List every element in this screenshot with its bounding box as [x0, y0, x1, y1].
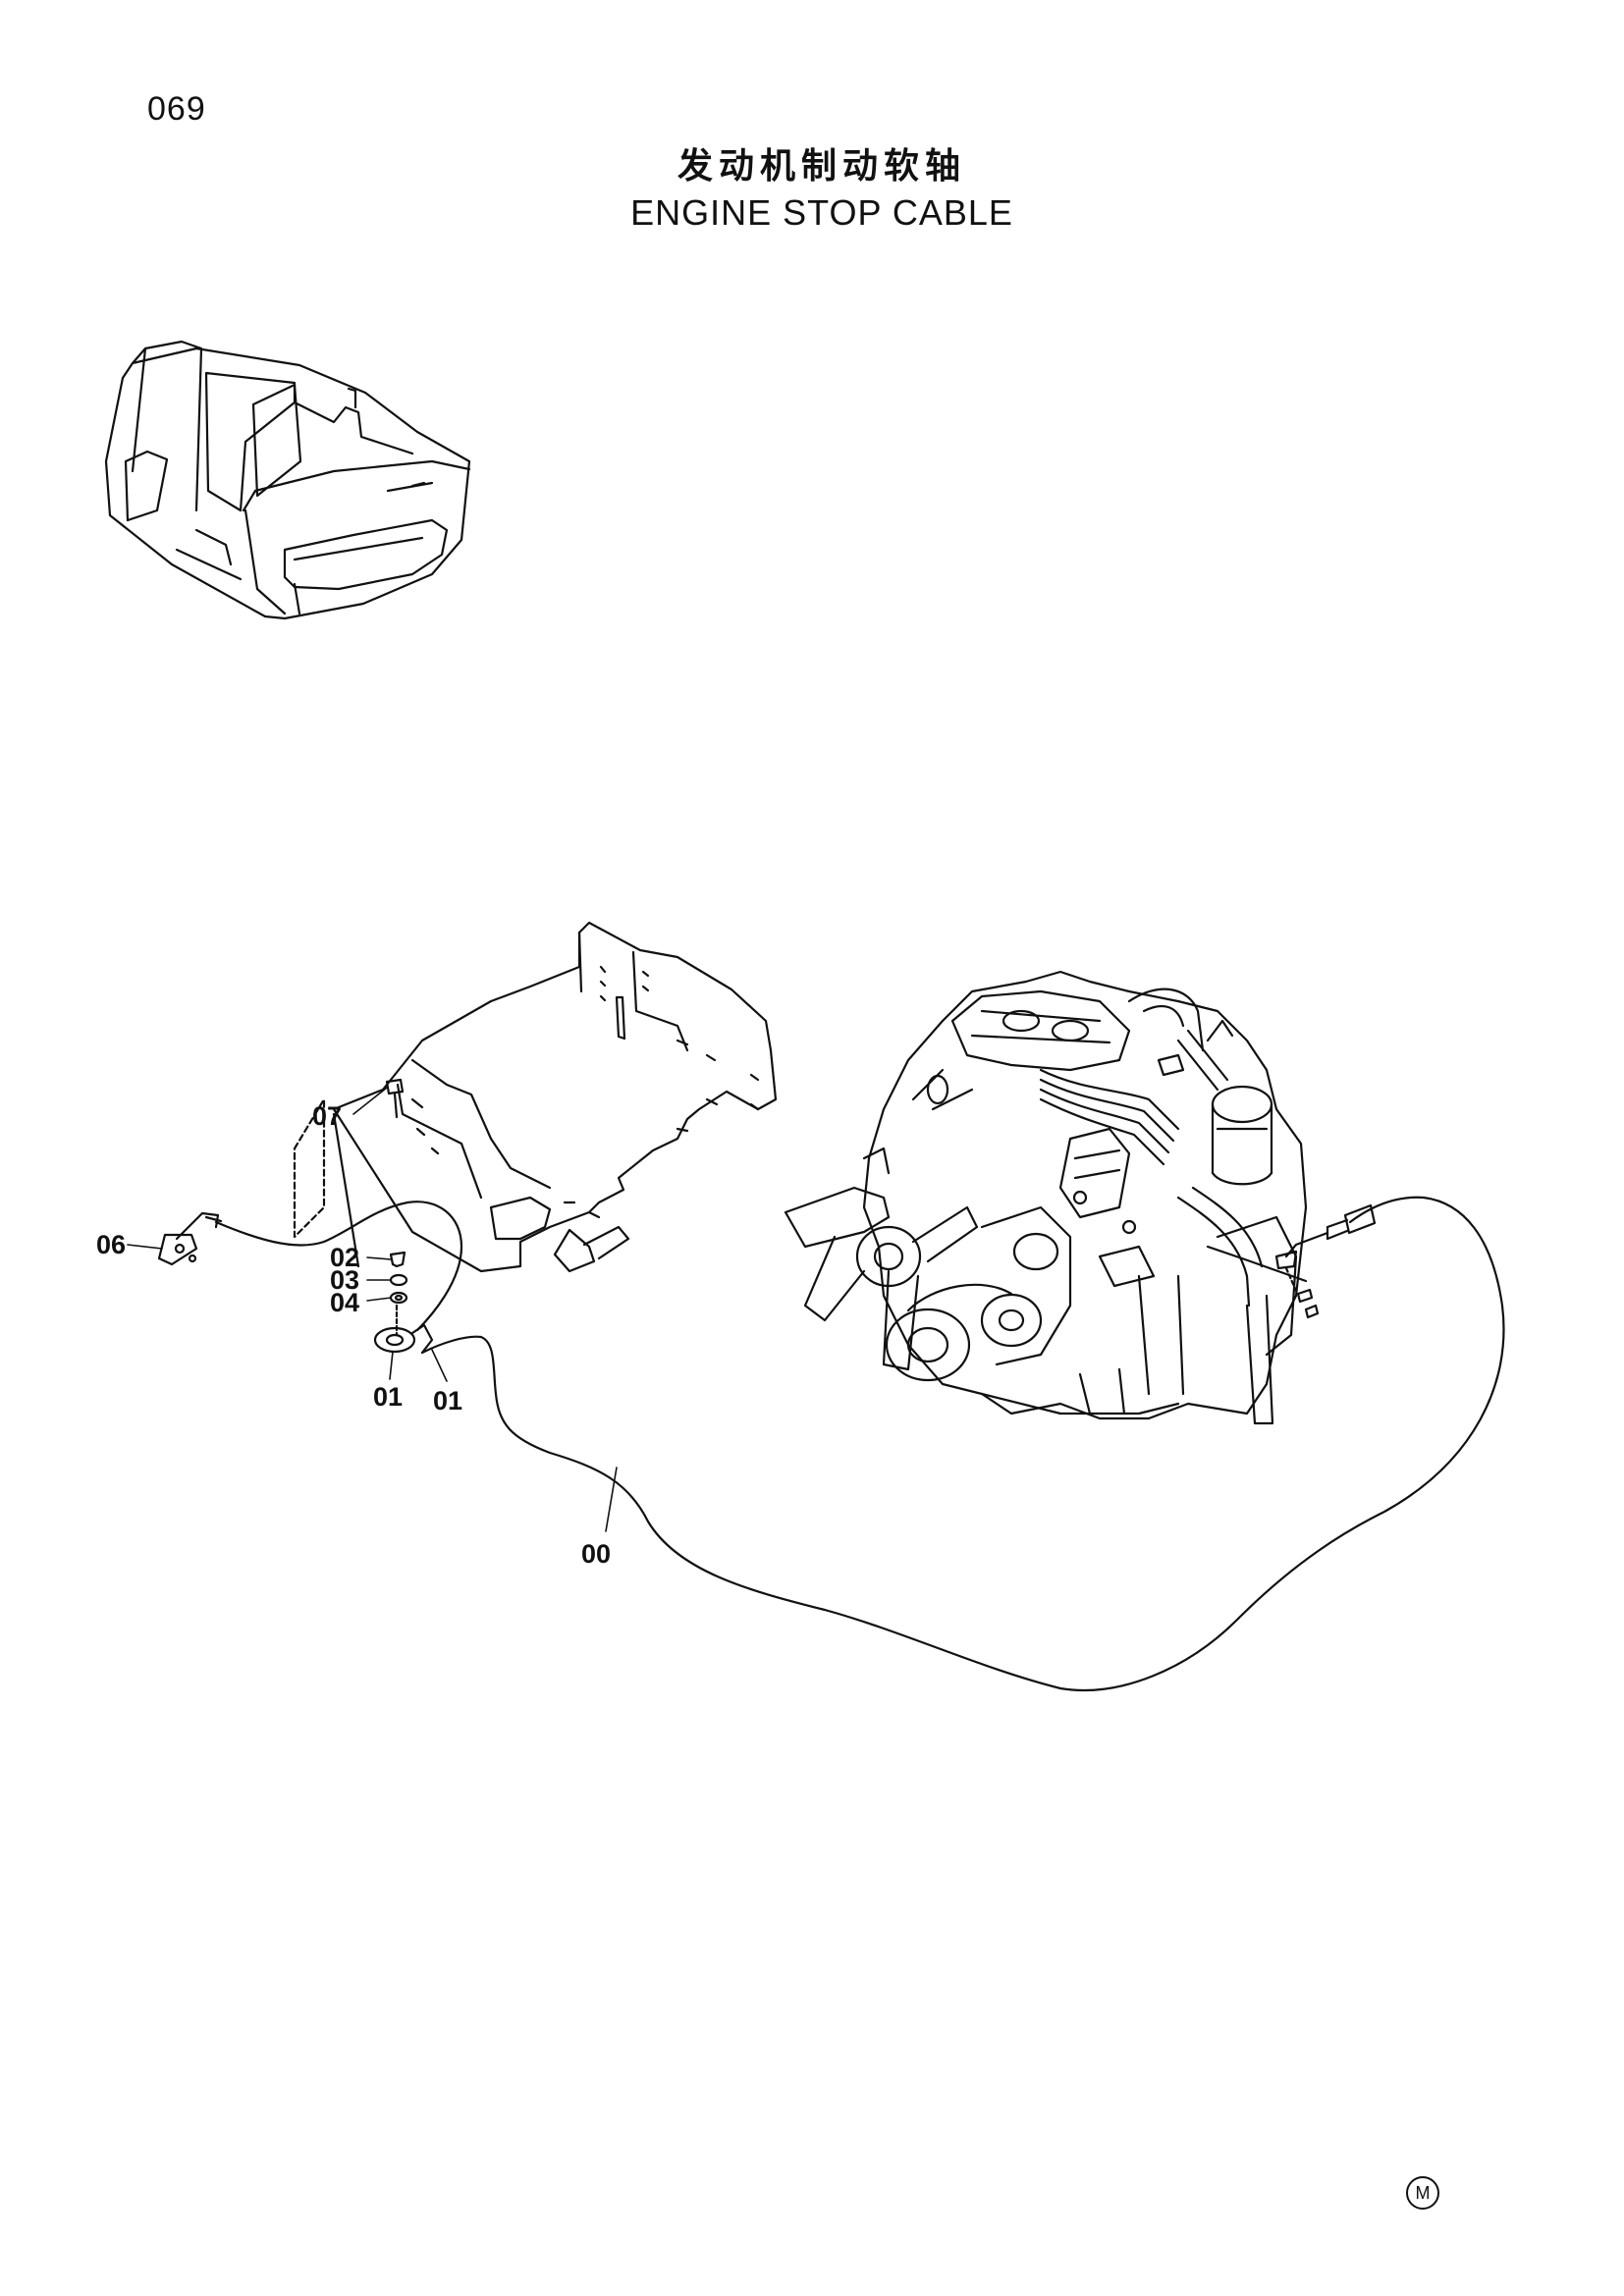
callout-06: 06: [96, 1230, 126, 1259]
leader-02: [366, 1256, 392, 1260]
callout-03: 03: [330, 1265, 359, 1295]
callout-02: 02: [330, 1243, 359, 1272]
callout-04: 04: [330, 1288, 359, 1317]
callout-07: 07: [312, 1101, 342, 1131]
m-symbol: M: [1406, 2176, 1439, 2210]
engine-assembly: [784, 970, 1308, 1425]
callout-00: 00: [581, 1539, 611, 1569]
page-number: 069: [147, 90, 206, 128]
part-06-bracket: [157, 1211, 223, 1266]
leader-06: [127, 1244, 163, 1250]
callout-01-left: 01: [373, 1382, 403, 1412]
excavator-thumbnail: [104, 340, 471, 620]
leader-01b: [431, 1349, 448, 1382]
part-00-stop-cable: [214, 1196, 1505, 1692]
diagram-title-english: ENGINE STOP CABLE: [630, 192, 1013, 233]
callout-leaders: [127, 1087, 618, 1532]
leader-01a: [389, 1351, 394, 1380]
fasteners-02-03-04: [389, 1251, 408, 1337]
leader-00: [605, 1467, 618, 1532]
part-01-clamp: [373, 1323, 434, 1355]
diagram-title-chinese: 发动机制动软轴: [677, 146, 966, 187]
callout-01-right: 01: [433, 1386, 462, 1415]
part-07-bolt: [385, 1078, 405, 1119]
leader-04: [366, 1297, 392, 1302]
leader-07: [352, 1087, 388, 1115]
